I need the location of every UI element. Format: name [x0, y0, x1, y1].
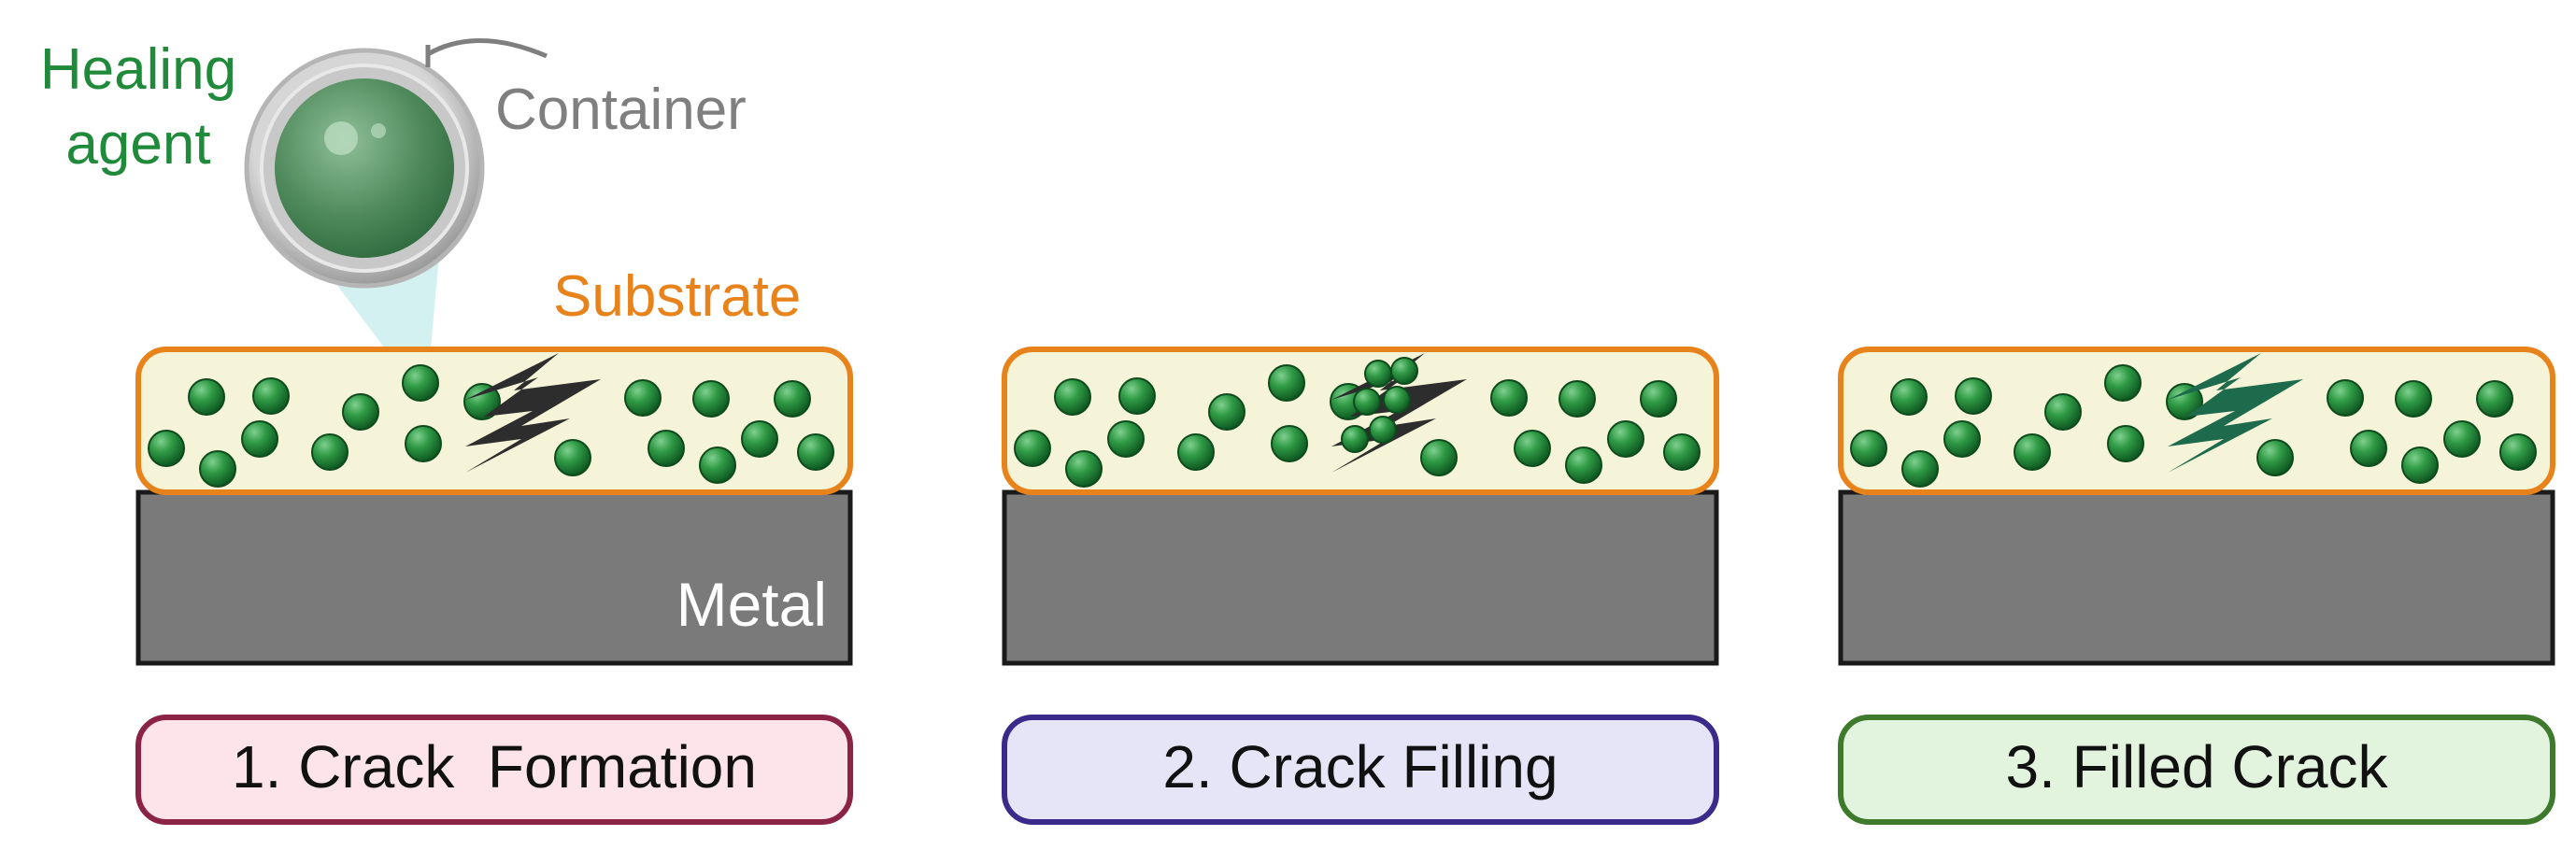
panel-1: 1. Crack Formation [135, 347, 853, 825]
healing-capsule [1420, 439, 1458, 476]
healing-capsule [1208, 393, 1245, 431]
released-healing-agent [1353, 388, 1381, 416]
healing-capsule [1565, 446, 1602, 484]
healing-capsule [1118, 377, 1156, 415]
healing-capsule [1271, 425, 1308, 462]
healing-capsule [2395, 380, 2432, 418]
panels-group: 1. Crack Formation 2. Crack Filling 3. Fil… [135, 347, 2555, 825]
healing-capsule [2256, 439, 2294, 476]
panel-2: 2. Crack Filling [1002, 347, 1719, 825]
healing-capsule [311, 433, 349, 471]
healing-capsule [1268, 364, 1305, 402]
healing-capsule [405, 425, 442, 462]
released-healing-agent [1383, 386, 1411, 414]
released-healing-agent [1369, 416, 1397, 444]
metal-block [135, 489, 853, 666]
step-label: 1. Crack Formation [232, 733, 757, 800]
healing-capsule [2044, 393, 2082, 431]
capsule-illustration [244, 48, 485, 289]
released-healing-agent [1390, 357, 1418, 385]
substrate-layer [1002, 347, 1719, 495]
metal-block [1002, 489, 1719, 666]
healing-capsule [402, 364, 439, 402]
healing-agent-label-line1: Healing [40, 37, 236, 102]
step-label-box [1002, 715, 1719, 825]
substrate-label: Substrate [553, 264, 801, 329]
healing-capsule [2166, 383, 2203, 420]
healing-capsule [1640, 380, 1677, 418]
healing-capsule [1663, 433, 1701, 471]
substrate-layer [135, 347, 853, 495]
healing-capsule [342, 393, 379, 431]
healing-capsule [199, 450, 236, 488]
healing-capsule [148, 430, 185, 467]
healing-capsule [692, 380, 730, 418]
healing-capsule [1890, 378, 1928, 416]
healing-capsule [1850, 430, 1887, 467]
healing-capsule [2443, 420, 2481, 458]
crack [465, 353, 601, 473]
healing-capsule [2401, 446, 2439, 484]
step-label: 3. Filled Crack [2006, 733, 2389, 800]
step-label-box [135, 715, 853, 825]
container-label: Container [495, 78, 747, 142]
step-label-box [1838, 715, 2555, 825]
healing-capsule [2350, 430, 2387, 467]
healing-capsule [1177, 433, 1215, 471]
healing-capsule [1490, 379, 1528, 417]
metal-label: Metal [676, 570, 827, 639]
released-healing-agent [1364, 360, 1392, 388]
healing-capsule [624, 379, 662, 417]
core-highlight [324, 121, 358, 155]
healing-capsule [1014, 430, 1051, 467]
healing-capsule [1065, 450, 1103, 488]
healing-capsule [648, 430, 685, 467]
healing-capsule [241, 420, 278, 458]
substrate-layer [1838, 347, 2555, 495]
step-label: 2. Crack Filling [1162, 733, 1558, 800]
healing-capsule [797, 433, 834, 471]
container-pointer-line [426, 38, 548, 59]
healing-capsule [1107, 420, 1145, 458]
healing-capsule [1514, 430, 1551, 467]
healing-capsule [1054, 378, 1091, 416]
healing-capsule [1943, 420, 1981, 458]
filled-crack [2168, 353, 2303, 473]
healing-capsule [1955, 377, 1992, 415]
healing-capsule [699, 446, 736, 484]
healing-capsule [2327, 379, 2364, 417]
panel-3: 3. Filled Crack [1838, 347, 2555, 825]
metal-block [1838, 489, 2555, 666]
healing-agent-label-line2: agent [65, 112, 210, 177]
healing-capsule [1607, 420, 1644, 458]
healing-capsule [1558, 380, 1596, 418]
released-healing-agent [1341, 425, 1369, 453]
core-highlight-small [371, 123, 386, 138]
healing-agent-core [275, 78, 454, 258]
healing-capsule [554, 439, 591, 476]
healing-capsule [188, 378, 225, 416]
healing-capsule [2107, 425, 2144, 462]
healing-capsule [2499, 433, 2537, 471]
healing-capsule [741, 420, 778, 458]
healing-capsule [252, 377, 290, 415]
healing-capsule [2476, 380, 2513, 418]
healing-capsule [2014, 433, 2051, 471]
healing-capsule [463, 383, 501, 420]
healing-capsule [2104, 364, 2142, 402]
healing-capsule [774, 380, 811, 418]
healing-capsule [1901, 450, 1939, 488]
